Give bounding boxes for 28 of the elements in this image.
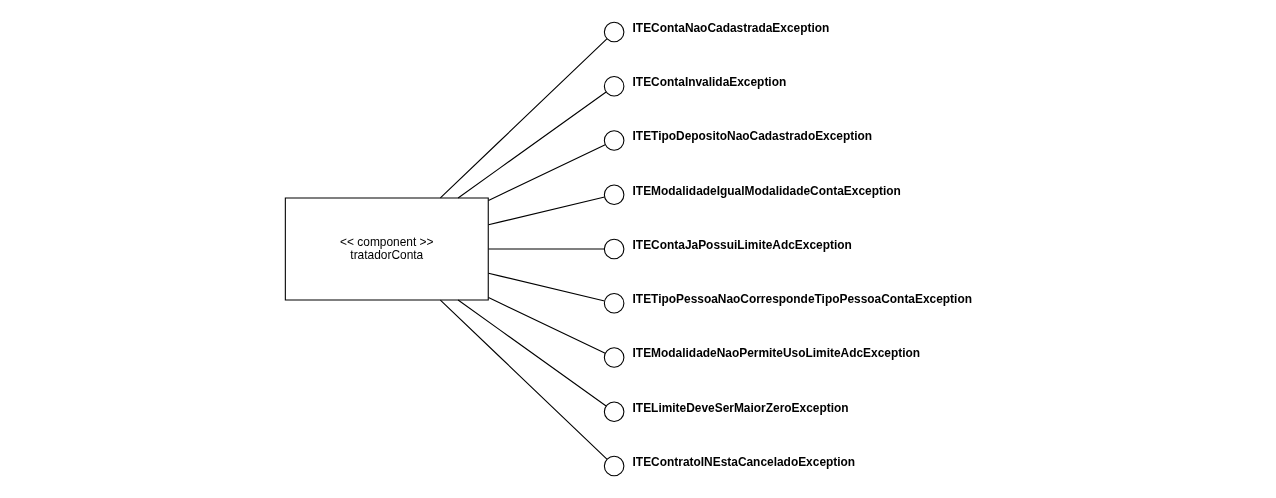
node-box: << component >> tratadorConta [284,197,489,301]
connector [439,299,608,460]
node-label: ITEContaNaoCadastradaException [632,20,830,35]
node-label: ITEModalidadeNaoPermiteUsoLimiteAdcException [632,346,921,361]
node-circle [603,75,625,97]
node-circle [603,184,625,206]
node-circle [603,455,625,477]
connector [487,196,606,226]
connector [457,299,607,407]
node-label: ITEModalidadeIgualModalidadeContaException [632,183,901,198]
connector [487,248,605,250]
node-circle [603,21,625,43]
connector [487,144,606,201]
connector [487,297,606,354]
node-circle [603,238,625,260]
node-label: ITEContaInvalidaException [632,75,787,90]
node-label: ITEContaJaPossuiLimiteAdcException [632,237,852,252]
node-circle [603,130,625,151]
node-label: ITETipoPessoaNaoCorrespondeTipoPessoaContaException [632,292,972,307]
node-circle [603,347,625,368]
node-circle [603,292,625,314]
node-label: ITELimiteDeveSerMaiorZeroException [632,400,849,415]
node-label: ITEContratoINEstaCanceladoException [632,454,856,469]
connector [439,38,608,199]
connector [487,272,606,302]
node-label: ITETipoDepositoNaoCadastradoException [632,129,873,144]
connector [457,91,607,199]
node-circle [603,401,625,423]
